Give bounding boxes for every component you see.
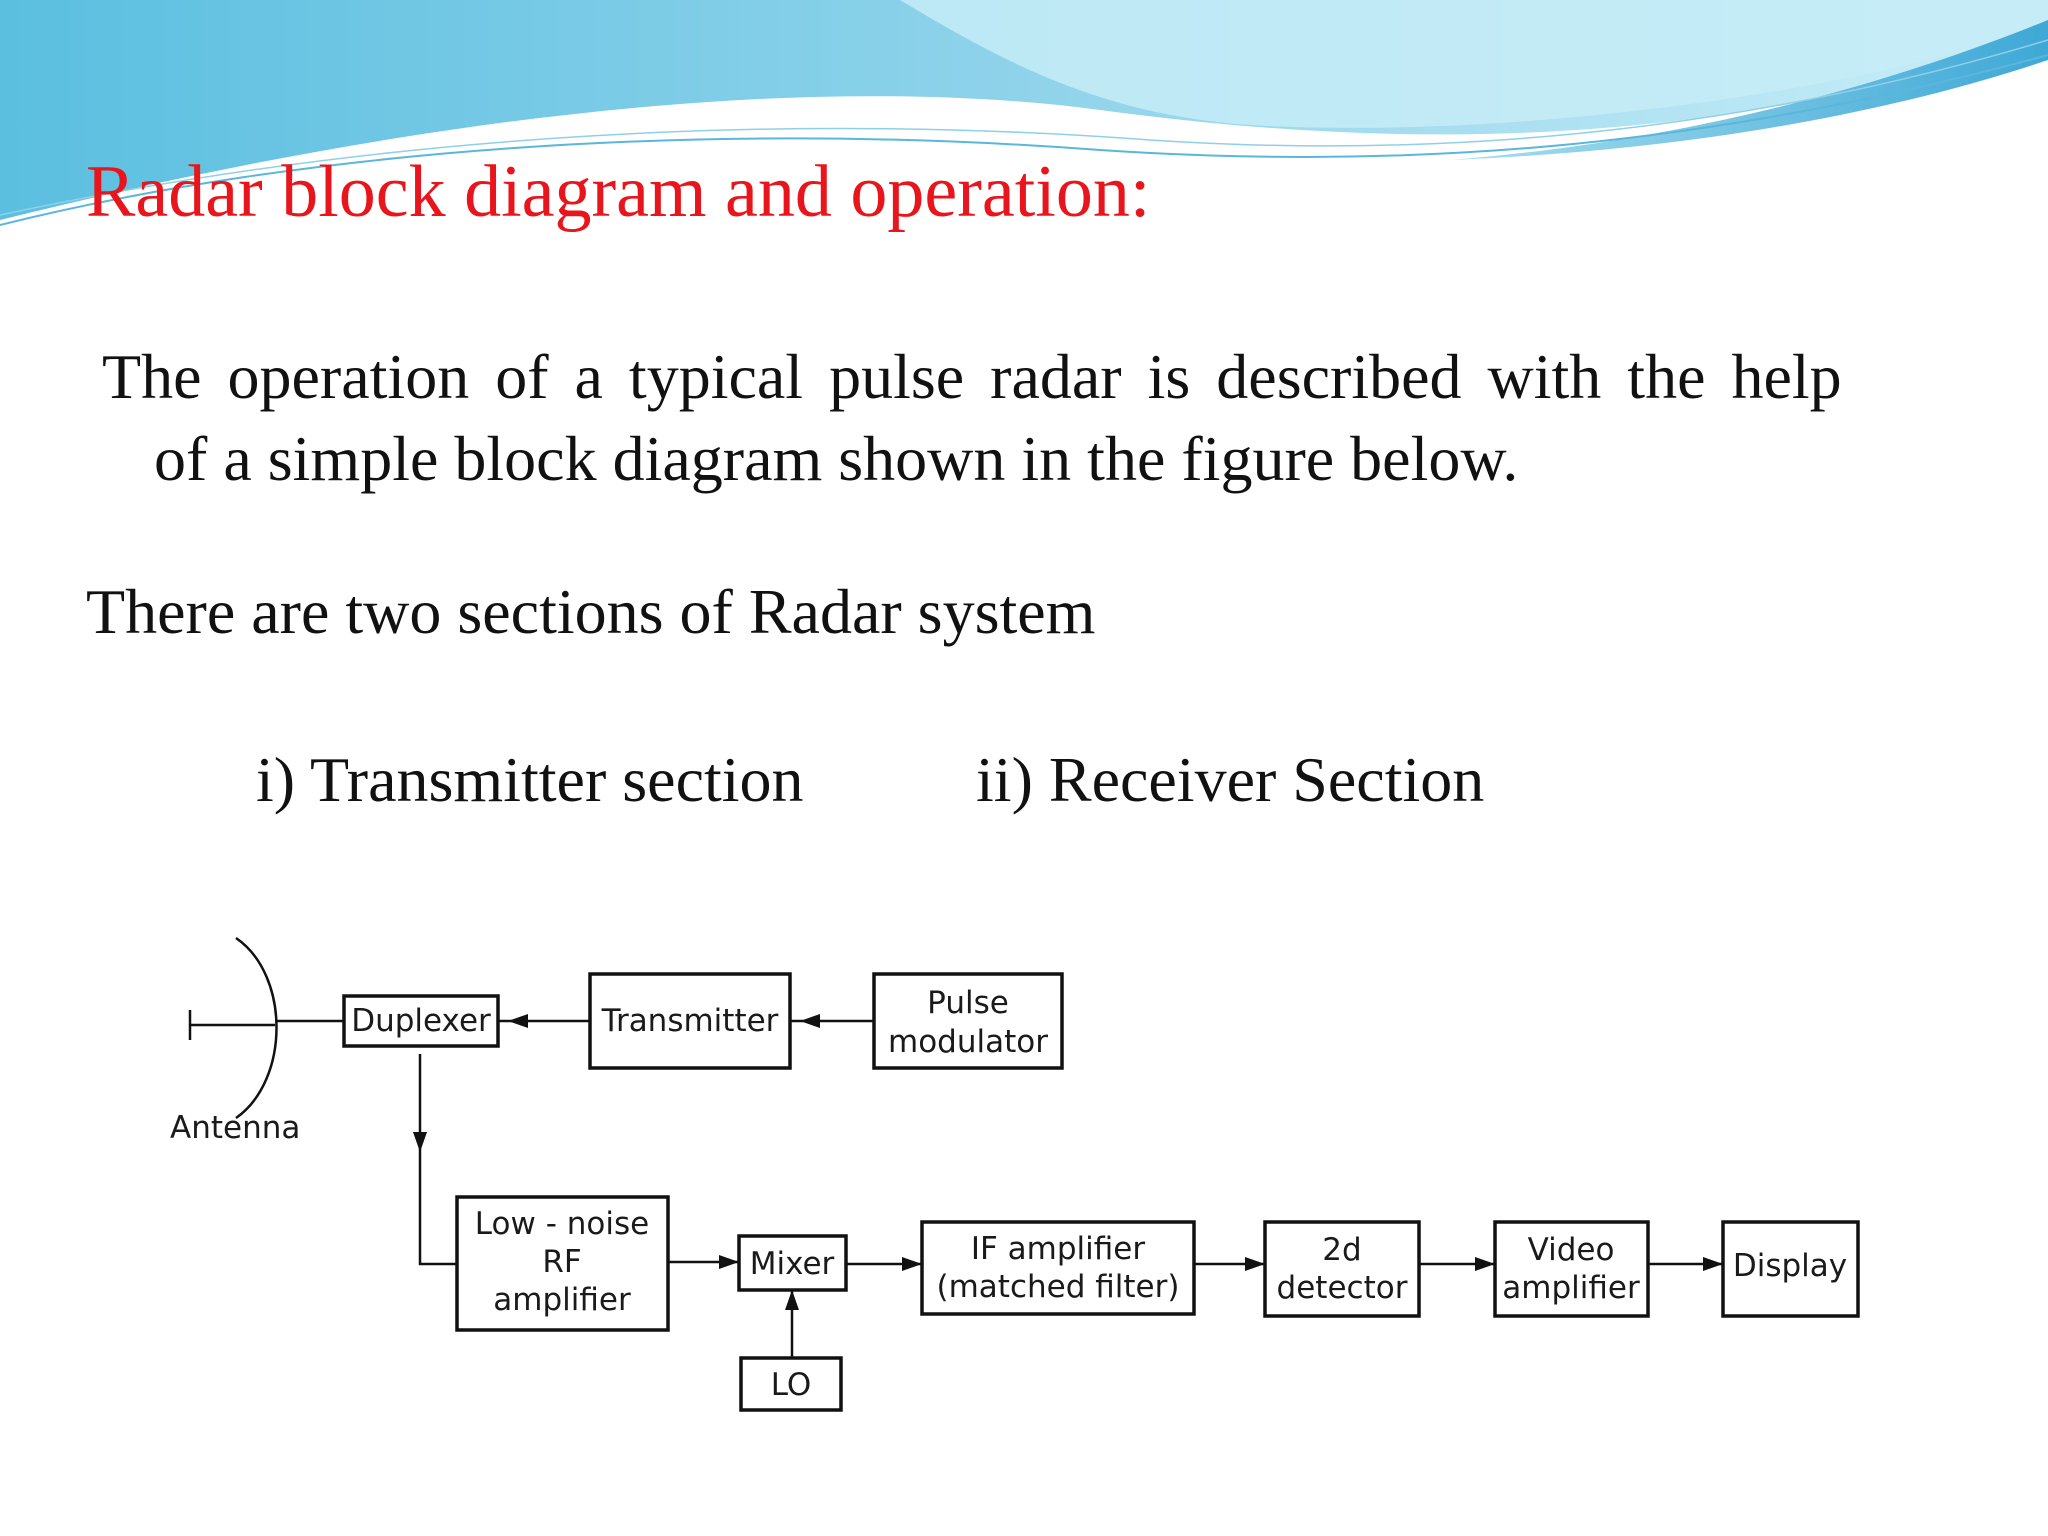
pulse-modulator-label-line-1: Pulse [927, 985, 1009, 1021]
detector-label-line-1: 2d [1322, 1232, 1361, 1268]
duplexer-label: Duplexer [351, 1003, 491, 1039]
transmitter-label: Transmitter [601, 1003, 779, 1039]
header-wave-decoration [0, 0, 2048, 226]
local-oscillator-block: LO [739, 1356, 843, 1412]
transmitter-block: Transmitter [588, 972, 792, 1070]
display-block: Display [1721, 1220, 1860, 1318]
antenna-label: Antenna [170, 1110, 300, 1146]
pulse-modulator-block: Pulse modulator [872, 972, 1064, 1070]
if-amplifier-label-line-2: (matched filter) [937, 1269, 1180, 1305]
receiver-section-item: ii) Receiver Section [976, 744, 1485, 815]
lna-label-line-2: RF [542, 1244, 581, 1280]
detector-label-line-2: detector [1277, 1270, 1408, 1306]
intro-paragraph: The operation of a typical pulse radar i… [102, 336, 1942, 500]
mixer-block: Mixer [737, 1234, 848, 1292]
video-amplifier-block: Video amplifier [1493, 1220, 1650, 1318]
pulse-modulator-label-line-2: modulator [888, 1024, 1048, 1060]
display-label: Display [1733, 1248, 1847, 1284]
transmitter-section-item: i) Transmitter section [256, 744, 804, 815]
slide-title: Radar block diagram and operation: [86, 151, 1151, 233]
intro-paragraph-line-1: The operation of a typical pulse radar i… [102, 341, 1842, 412]
if-amplifier-block: IF amplifier (matched filter) [920, 1220, 1196, 1316]
intro-paragraph-line-2: of a simple block diagram shown in the f… [154, 423, 1519, 494]
lo-label: LO [771, 1367, 812, 1403]
video-amplifier-label-line-2: amplifier [1502, 1270, 1640, 1306]
low-noise-rf-amplifier-block: Low - noise RF amplifier [455, 1195, 670, 1332]
mixer-label: Mixer [750, 1246, 835, 1282]
video-amplifier-label-line-1: Video [1528, 1232, 1615, 1268]
lna-label-line-3: amplifier [493, 1282, 631, 1318]
antenna-icon [188, 936, 278, 1120]
radar-block-diagram: Antenna Duplexer Transmitter Pulse modul… [170, 936, 1860, 1412]
detector-block: 2d detector [1263, 1220, 1421, 1318]
duplexer-block: Duplexer [342, 994, 500, 1048]
sections-intro-text: There are two sections of Radar system [86, 576, 1096, 647]
if-amplifier-label-line-1: IF amplifier [971, 1231, 1146, 1267]
lna-label-line-1: Low - noise [475, 1206, 649, 1242]
